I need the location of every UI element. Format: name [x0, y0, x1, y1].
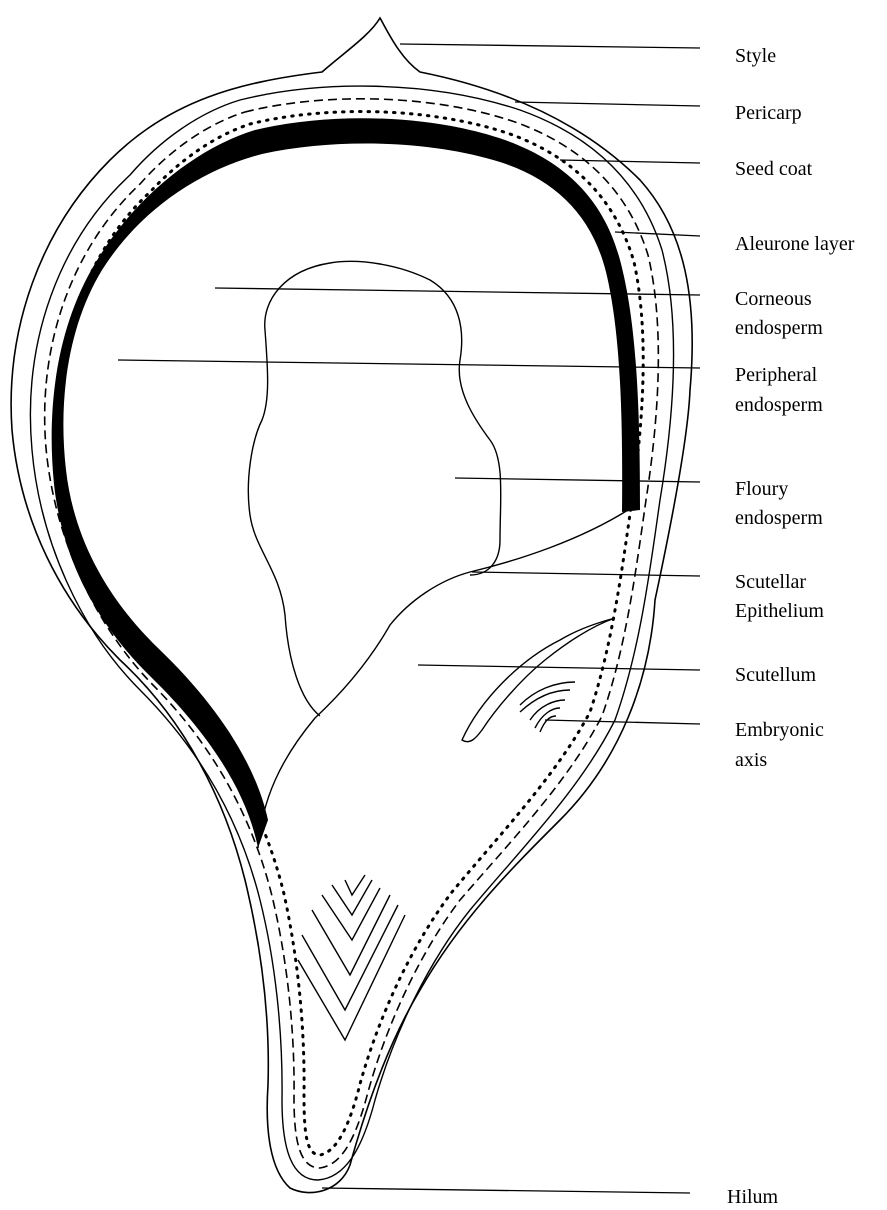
lower-chevron-1: [345, 875, 365, 895]
label-corneous-endosperm-line-2: endosperm: [735, 317, 823, 339]
label-style: Style: [735, 45, 776, 67]
label-hilum: Hilum: [727, 1186, 779, 1208]
label-pericarp: Pericarp: [735, 102, 802, 124]
leader-scutellar-epithelium: [472, 572, 700, 576]
label-scutellar-epithelium-line-1: Scutellar: [735, 571, 806, 593]
label-scutellar-epithelium-line-2: Epithelium: [735, 600, 824, 622]
lower-chevron-2: [332, 880, 372, 915]
label-floury-endosperm-line-1: Floury: [735, 478, 788, 500]
leader-scutellum: [418, 665, 700, 670]
leader-seed-coat: [560, 160, 700, 163]
label-corneous-endosperm-line-1: Corneous: [735, 288, 812, 310]
lower-chevron-4: [312, 895, 390, 975]
embryo-boundary: [258, 510, 628, 848]
lower-chevron-6: [298, 915, 405, 1040]
leader-pericarp: [515, 102, 700, 106]
label-embryonic-axis-line-1: Embryonic: [735, 719, 824, 741]
label-embryonic-axis-line-2: axis: [735, 749, 767, 771]
leader-embryonic-axis: [545, 720, 700, 724]
label-peripheral-endosperm-line-1: Peripheral: [735, 364, 818, 386]
leader-style: [400, 44, 700, 48]
label-aleurone-layer: Aleurone layer: [735, 233, 855, 255]
leader-corneous-endosperm: [215, 288, 700, 295]
label-floury-endosperm-line-2: endosperm: [735, 507, 823, 529]
leader-hilum: [322, 1188, 690, 1193]
label-scutellum: Scutellum: [735, 664, 817, 686]
leader-peripheral-endosperm: [118, 360, 700, 368]
embryonic-axis-arc-2: [520, 690, 570, 720]
lower-chevron-5: [302, 905, 398, 1010]
label-peripheral-endosperm-line-2: endosperm: [735, 394, 823, 416]
aleurone-layer: [52, 118, 640, 848]
label-seed-coat: Seed coat: [735, 158, 813, 180]
floury-endosperm-outline: [248, 261, 500, 716]
